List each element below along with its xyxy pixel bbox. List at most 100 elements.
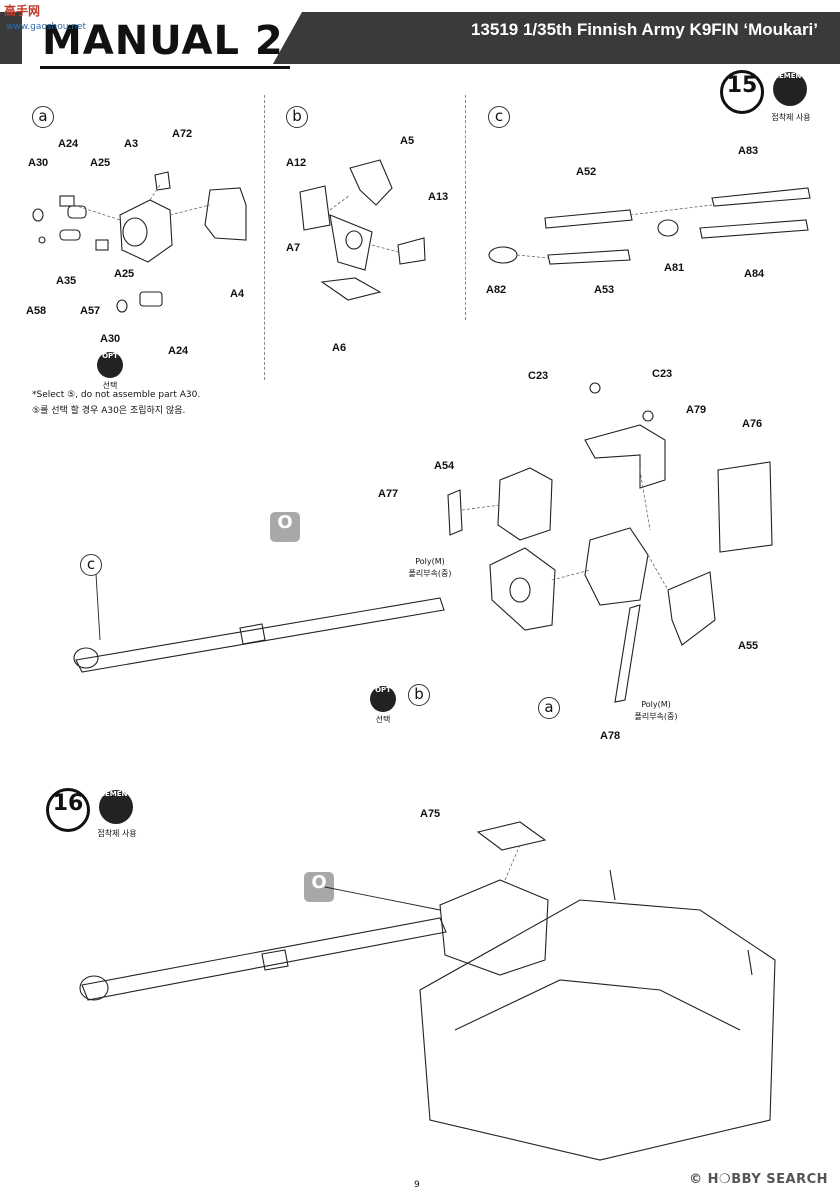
guide-line — [551, 569, 591, 581]
part-label: A79 — [686, 404, 707, 416]
step-15-number: 15 — [720, 70, 764, 114]
antenna-posts — [609, 869, 753, 976]
option-o-badge: O — [304, 872, 334, 902]
poly-note: 폴리부속(중) — [634, 712, 678, 721]
page-title: MANUAL 2 — [42, 18, 284, 64]
part-label: A5 — [400, 135, 415, 147]
part-label: A7 — [286, 242, 301, 254]
part-label: A30 — [28, 157, 49, 169]
part-label: A4 — [230, 288, 245, 300]
part-label: A25 — [90, 157, 111, 169]
muzzle-brake — [73, 647, 99, 669]
select-note-en: *Select ⑤, do not assemble part A30. — [32, 390, 201, 400]
select-note-ko: ⑤를 선택 할 경우 A30은 조립하지 않음. — [32, 406, 186, 416]
hull-muzzle-brake — [79, 975, 109, 1001]
plate-a76 — [717, 461, 773, 553]
part-label: A77 — [378, 488, 399, 500]
guide-line — [639, 469, 651, 531]
part-label: A3 — [124, 138, 139, 150]
plate-a7-hole — [345, 230, 363, 250]
part-a25 — [67, 205, 87, 219]
mantlet-hole — [509, 577, 531, 603]
part-label: A35 — [56, 275, 77, 287]
barrel-a84 — [699, 219, 809, 239]
hull-barrel — [81, 917, 447, 1001]
mantlet-b — [489, 547, 556, 631]
side-plate-a54 — [497, 467, 553, 541]
main-barrel — [75, 597, 445, 673]
part-label: A12 — [286, 157, 307, 169]
collar-a81 — [657, 219, 679, 237]
divider-ab — [264, 95, 265, 380]
part-c23 — [589, 382, 601, 394]
frame-a79 — [584, 424, 666, 489]
part-a35 — [59, 229, 81, 241]
plate-a75 — [476, 821, 547, 851]
guide-line — [329, 194, 351, 211]
cement-note: 접착제 사용 — [771, 113, 811, 122]
plate-a5 — [349, 159, 393, 206]
publisher-logo: © H❍BBY SEARCH — [689, 1172, 828, 1187]
leader-line — [324, 886, 441, 911]
model-title: 13519 1/35th Finnish Army K9FIN ‘Moukari… — [470, 20, 818, 39]
part-c23-second — [642, 410, 654, 422]
guide-line — [647, 554, 669, 591]
hull-body — [419, 899, 776, 1161]
guide-line — [504, 844, 521, 881]
part-label: A6 — [332, 342, 347, 354]
divider-bc — [465, 95, 466, 320]
part-label: A78 — [600, 730, 621, 742]
sub-assembly-b-marker: b — [286, 106, 308, 128]
part-label: A58 — [26, 305, 47, 317]
part-label: A55 — [738, 640, 759, 652]
part-label: A30 — [100, 333, 121, 345]
trunnion-a — [584, 527, 649, 606]
hull-barrel-sleeve — [261, 949, 289, 971]
part-a30 — [32, 208, 44, 222]
bracket-a78 — [614, 604, 641, 703]
plate-a6 — [320, 277, 382, 301]
guide-line — [149, 184, 161, 201]
part-label: C23 — [652, 368, 673, 380]
opt-note: 선택 — [102, 381, 118, 390]
opt-icon: OPT — [97, 352, 123, 378]
guide-line — [629, 204, 713, 216]
plate-a13 — [397, 237, 426, 265]
cement-note: 접착제 사용 — [97, 829, 137, 838]
cement-icon: CEMENT — [99, 790, 133, 824]
part-label: A84 — [744, 268, 765, 280]
part-a72 — [154, 171, 171, 191]
barrel-sleeve — [239, 623, 266, 645]
mantlet-a4 — [204, 187, 247, 241]
step-16-number: 16 — [46, 788, 90, 832]
part-a58 — [38, 236, 46, 244]
sub-assembly-c-marker: c — [488, 106, 510, 128]
part-a57 — [95, 239, 109, 251]
part-a25-lower — [139, 291, 163, 307]
poly-note: 폴리부속(중) — [408, 569, 452, 578]
poly-label: Poly(M) — [415, 557, 445, 566]
title-underline — [40, 66, 290, 69]
guide-line — [169, 204, 211, 216]
page-number: 9 — [414, 1180, 420, 1190]
part-label: A13 — [428, 191, 449, 203]
watermark-logo: 高手网 — [4, 4, 41, 18]
plate-a12 — [299, 185, 331, 231]
barrel-collar — [122, 217, 148, 247]
poly-label: Poly(M) — [641, 700, 671, 709]
hull-deck-line — [454, 979, 741, 1031]
header-title-panel — [22, 12, 302, 72]
barrel-a53 — [547, 249, 631, 265]
leader-line — [95, 573, 101, 641]
opt-note: 선택 — [375, 715, 391, 724]
part-label: A25 — [114, 268, 135, 280]
part-label: A54 — [434, 460, 455, 472]
guide-line — [371, 244, 399, 253]
ref-a-marker: a — [538, 697, 560, 719]
cement-icon: CEMENT — [773, 72, 807, 106]
sub-assembly-a-marker: a — [32, 106, 54, 128]
part-label: A53 — [594, 284, 615, 296]
ref-b-marker: b — [408, 684, 430, 706]
part-label: A57 — [80, 305, 101, 317]
